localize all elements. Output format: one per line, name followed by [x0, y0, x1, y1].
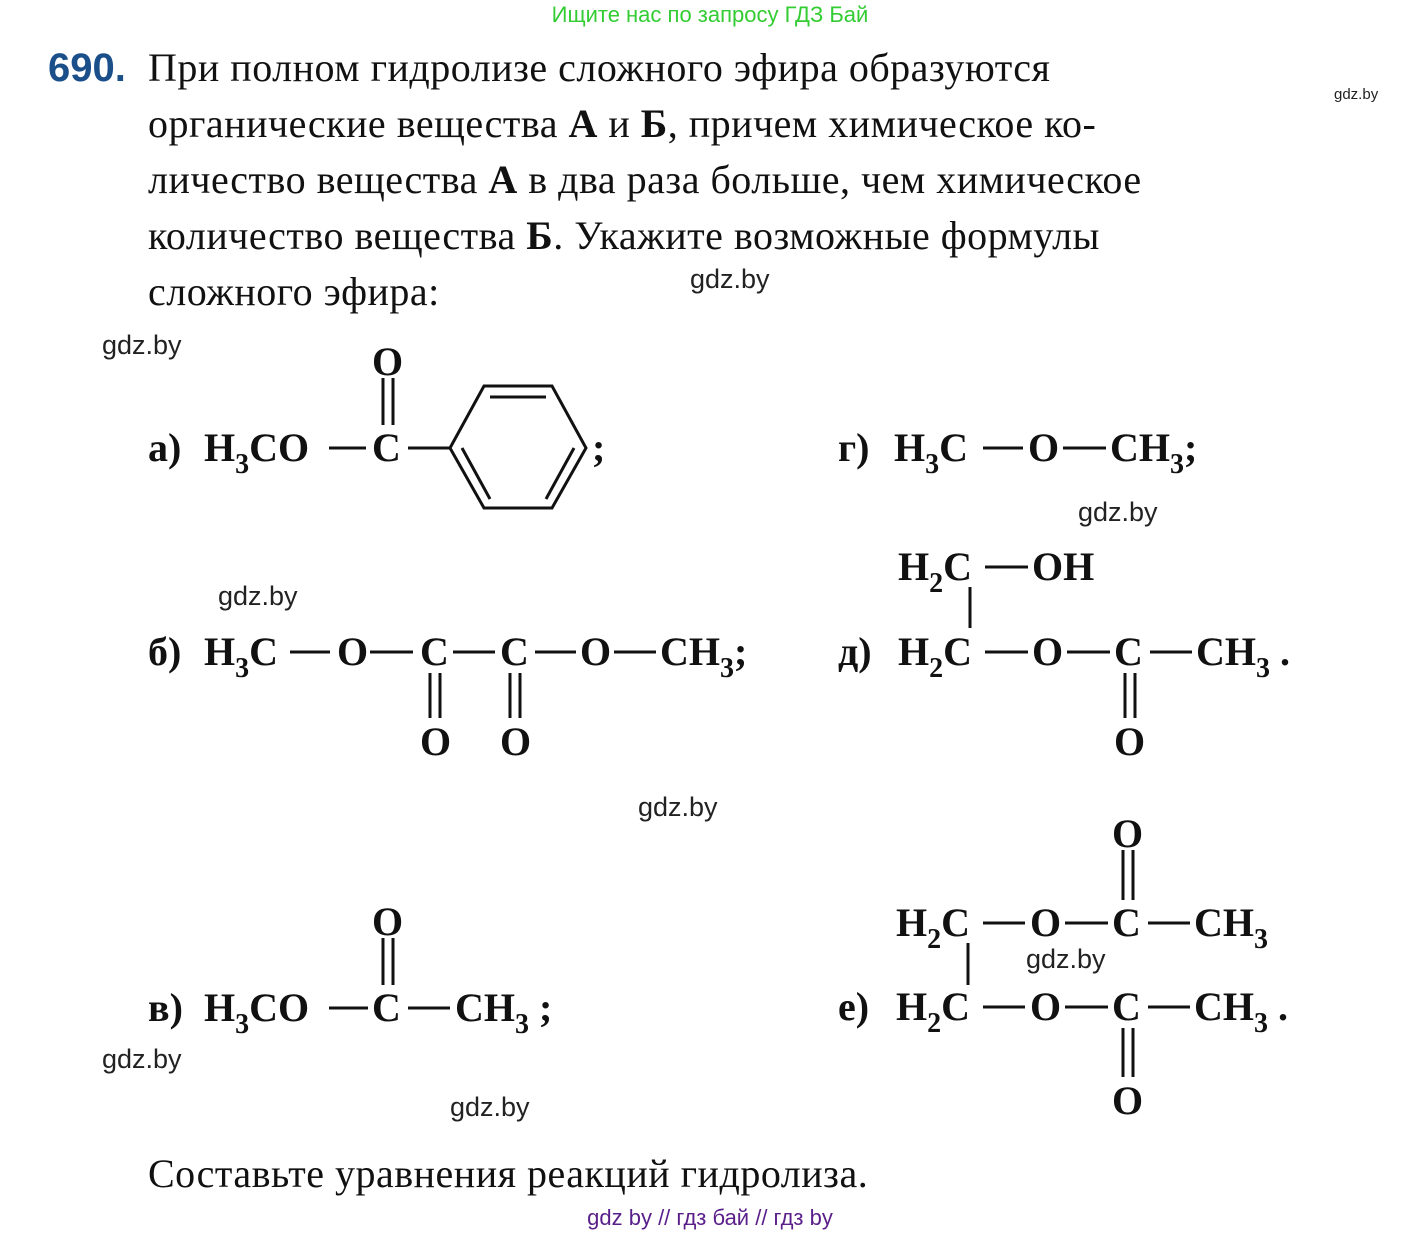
- statement-line-4: количество вещества Б. Укажите возможные…: [148, 213, 1100, 258]
- watermark: gdz.by: [1334, 86, 1379, 103]
- top-banner[interactable]: Ищите нас по запросу ГДЗ Бай: [551, 2, 869, 27]
- formula-e-top-ch2: H2C: [896, 900, 971, 955]
- formula-e-top-oxygen: O: [1112, 811, 1144, 856]
- formula-d-oh: OH: [1032, 544, 1095, 589]
- problem-number: 690.: [48, 46, 126, 90]
- formula-e-bottom-c: C: [1112, 984, 1141, 1029]
- option-label: г): [838, 425, 870, 470]
- problem-statement: При полном гидролизе сложного эфира обра…: [148, 40, 1373, 320]
- formula-g-left: H3C: [894, 425, 969, 480]
- watermark: gdz.by: [218, 581, 298, 611]
- watermark: gdz.by: [1026, 944, 1106, 974]
- formula-e-top-c: C: [1112, 900, 1141, 945]
- formula-g-right: CH3;: [1110, 425, 1198, 480]
- formula-b-o2: O: [580, 629, 612, 674]
- formula-d-ch3: CH3 .: [1196, 629, 1290, 684]
- watermark: gdz.by: [102, 1044, 182, 1074]
- formula-e-bottom-o: O: [1030, 984, 1062, 1029]
- formula-a-left: H3CO: [204, 425, 310, 480]
- formula-v-right: CH3 ;: [455, 985, 553, 1040]
- formula-e-top-ch3: CH3: [1194, 900, 1268, 955]
- formula-v-carbon: C: [372, 985, 401, 1030]
- formula-d-top-ch2: H2C: [898, 544, 973, 599]
- question-text: Составьте уравнения реакций гидролиза.: [148, 1151, 869, 1196]
- formula-g-oxygen: O: [1028, 425, 1060, 470]
- formula-d-oxygen: O: [1032, 629, 1064, 674]
- formula-b-c2: C: [500, 629, 529, 674]
- option-label: а): [148, 425, 182, 470]
- formula-d-bottom-oxygen: O: [1114, 719, 1146, 764]
- option-label: д): [838, 629, 872, 674]
- statement-line-2: органические вещества А и Б, причем хими…: [148, 101, 1097, 146]
- formula-b-h3c: H3C: [204, 629, 279, 684]
- formula-a-carbon: C: [372, 425, 401, 470]
- watermark: gdz.by: [102, 330, 182, 360]
- statement-line-3: личество вещества А в два раза больше, ч…: [148, 157, 1142, 202]
- formula-d-carbon: C: [1114, 629, 1143, 674]
- formula-v-top-oxygen: O: [372, 899, 404, 944]
- watermark: gdz.by: [638, 792, 718, 822]
- option-label: в): [148, 985, 183, 1030]
- formula-a-end: ;: [592, 425, 606, 470]
- formula-b-bottom-o2: O: [500, 719, 532, 764]
- formula-b-bottom-o1: O: [420, 719, 452, 764]
- formula-a-top-oxygen: O: [372, 339, 404, 384]
- option-label: б): [148, 629, 182, 674]
- watermark: gdz.by: [690, 264, 770, 294]
- formula-e-bottom-ch3: CH3 .: [1194, 984, 1288, 1039]
- bottom-banner[interactable]: gdz by // гдз бай // гдз by: [587, 1205, 833, 1230]
- option-label: е): [838, 984, 870, 1029]
- formula-e-top-o: O: [1030, 900, 1062, 945]
- watermark: gdz.by: [1078, 497, 1158, 527]
- formula-b-o1: O: [337, 629, 369, 674]
- formula-d-bottom-ch2: H2C: [898, 629, 973, 684]
- formula-e-bottom-oxygen: O: [1112, 1078, 1144, 1123]
- formula-e-bottom-ch2: H2C: [896, 984, 971, 1039]
- watermark: gdz.by: [450, 1092, 530, 1122]
- statement-line-1: При полном гидролизе сложного эфира обра…: [148, 45, 1051, 90]
- option-a: а): [148, 424, 181, 471]
- formula-v-left: H3CO: [204, 985, 310, 1040]
- statement-line-5: сложного эфира:: [148, 269, 440, 314]
- formula-b-c1: C: [420, 629, 449, 674]
- formula-b-ch3: CH3;: [660, 629, 748, 684]
